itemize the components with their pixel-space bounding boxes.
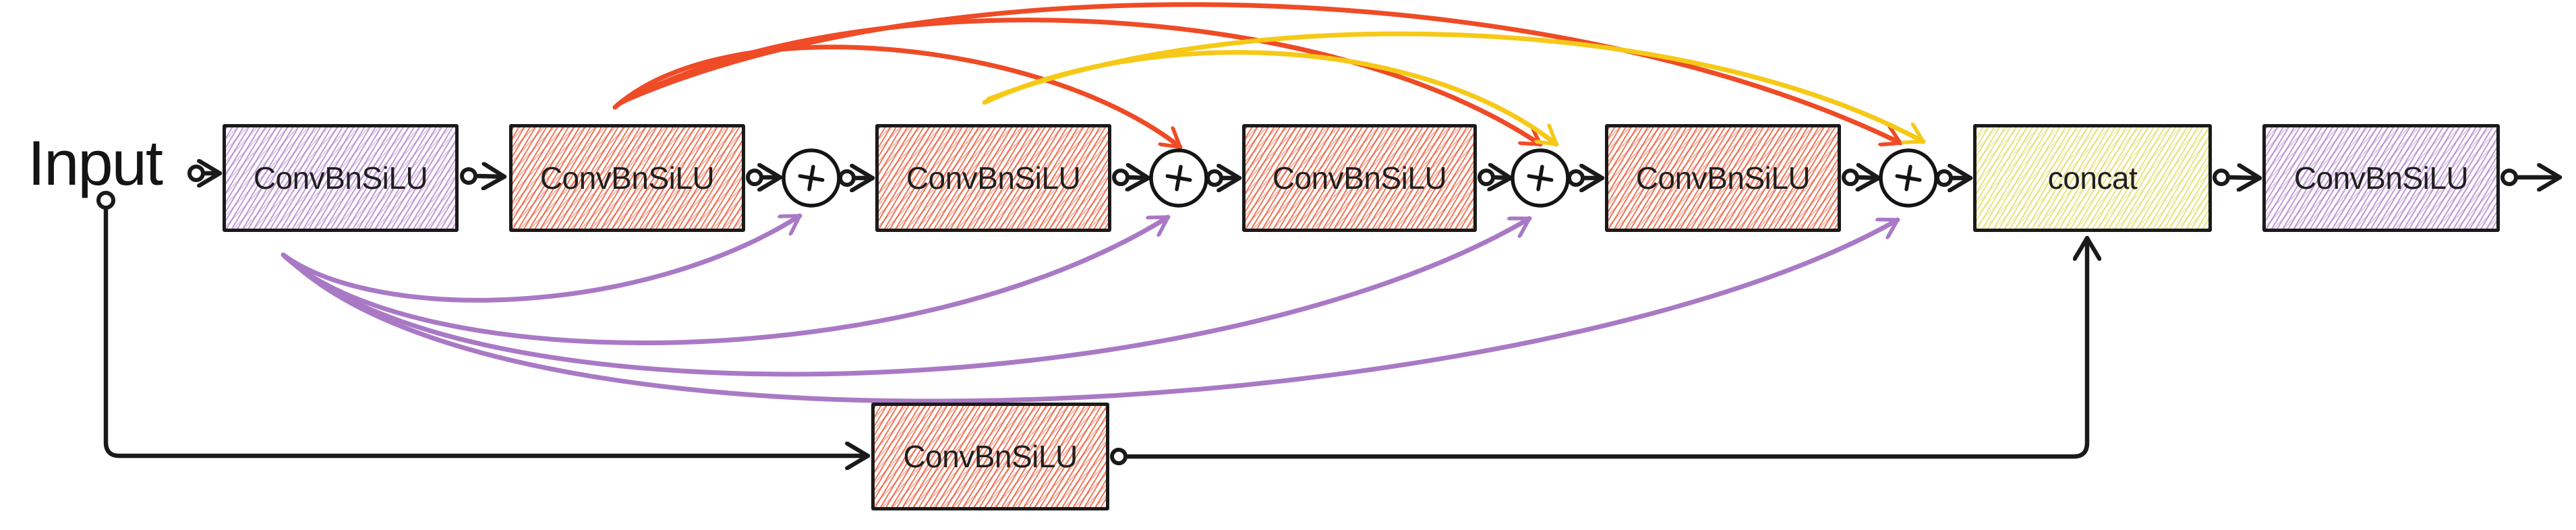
red-skip-arrow-3	[618, 2, 1903, 143]
block-label: ConvBnSiLU	[2293, 160, 2469, 196]
add-icon	[1527, 165, 1554, 192]
port-dot-add3-out	[1567, 169, 1585, 187]
input-label: Input	[27, 127, 163, 198]
block-label: ConvBnSiLU	[906, 160, 1081, 196]
add-icon	[1895, 165, 1922, 192]
add-node-3	[1511, 148, 1570, 208]
add-node-1	[782, 148, 841, 208]
block-conv-out: ConvBnSiLU	[2262, 124, 2500, 232]
flow-arrow-b3-add3	[1494, 177, 1513, 178]
port-dot-final-out	[2500, 169, 2518, 186]
flow-arrow-b2-add2	[1129, 177, 1151, 178]
shortcut-path-to-concat	[1124, 235, 2087, 459]
shortcut-path-in	[103, 205, 871, 456]
block-conv-stem: ConvBnSiLU	[223, 124, 459, 232]
flow-arrow-concat-out	[2227, 177, 2262, 178]
block-label: ConvBnSiLU	[253, 160, 428, 196]
add-node-2	[1149, 148, 1208, 208]
block-label: ConvBnSiLU	[1272, 160, 1447, 196]
port-dot-shortcut-out	[1110, 448, 1128, 465]
port-dot-b4-out	[1842, 169, 1859, 186]
purple-skip-arrow-4	[286, 217, 1900, 404]
port-dot-add1-out	[838, 169, 856, 187]
block-conv-b4: ConvBnSiLU	[1605, 124, 1841, 232]
port-dot-b1-out	[746, 169, 763, 186]
purple-skip-arrow-2	[282, 214, 1171, 345]
port-dot-input	[187, 165, 205, 182]
block-conv-shortcut: ConvBnSiLU	[871, 403, 1109, 510]
port-dot-b3-out	[1477, 169, 1495, 186]
block-label: ConvBnSiLU	[539, 160, 715, 196]
block-concat: concat	[1973, 124, 2212, 232]
port-dot-stem-out	[460, 167, 477, 185]
add-node-4	[1879, 148, 1938, 208]
port-dot-b2-out	[1112, 169, 1130, 186]
port-dot-concat-out	[2213, 169, 2230, 186]
block-label: ConvBnSiLU	[1635, 160, 1811, 196]
block-conv-b2: ConvBnSiLU	[875, 124, 1111, 232]
port-dot-add2-out	[1206, 169, 1223, 187]
flow-arrow-stem-b1	[474, 176, 507, 177]
block-conv-b3: ConvBnSiLU	[1242, 124, 1477, 232]
flow-arrow-b4-add4	[1858, 177, 1881, 178]
block-label: ConvBnSiLU	[903, 439, 1078, 474]
add-icon	[798, 165, 825, 192]
block-conv-b1: ConvBnSiLU	[509, 124, 745, 232]
add-icon	[1165, 165, 1192, 192]
port-dot-add4-out	[1935, 169, 1953, 187]
purple-skip-arrow-3	[284, 216, 1532, 377]
block-label: concat	[2047, 160, 2138, 196]
